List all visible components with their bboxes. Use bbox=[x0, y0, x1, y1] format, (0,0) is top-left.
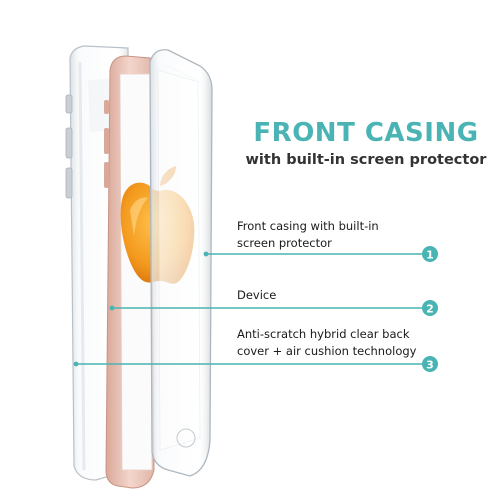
headline: FRONT CASING with built-in screen protec… bbox=[236, 118, 496, 170]
callout-text-front-casing: Front casing with built-in screen protec… bbox=[237, 218, 379, 252]
callout-2-line-1: Device bbox=[237, 288, 277, 302]
headline-title: FRONT CASING bbox=[253, 118, 479, 148]
device-shape bbox=[104, 55, 155, 489]
callout-number-2: 2 bbox=[426, 303, 434, 316]
callout-text-back-cover: Anti-scratch hybrid clear back cover + a… bbox=[237, 326, 416, 360]
callout-text-device: Device bbox=[237, 287, 276, 304]
headline-subtitle: with built-in screen protector bbox=[245, 152, 487, 168]
callout-marker-2: 2 bbox=[422, 300, 438, 316]
callout-1-line-2: screen protector bbox=[237, 236, 332, 250]
callout-number-3: 3 bbox=[426, 359, 434, 372]
front-casing-shape bbox=[149, 49, 213, 477]
callout-number-1: 1 bbox=[426, 249, 434, 262]
callout-3-line-2: cover + air cushion technology bbox=[237, 344, 417, 358]
callout-1-line-1: Front casing with built-in bbox=[237, 219, 379, 233]
callout-leader-3 bbox=[73, 361, 422, 367]
callout-leader-2 bbox=[109, 305, 422, 311]
callout-marker-3: 3 bbox=[422, 356, 438, 372]
callout-3-line-1: Anti-scratch hybrid clear back bbox=[237, 327, 410, 341]
callout-marker-1: 1 bbox=[422, 246, 438, 262]
callout-leader-1 bbox=[203, 251, 422, 257]
